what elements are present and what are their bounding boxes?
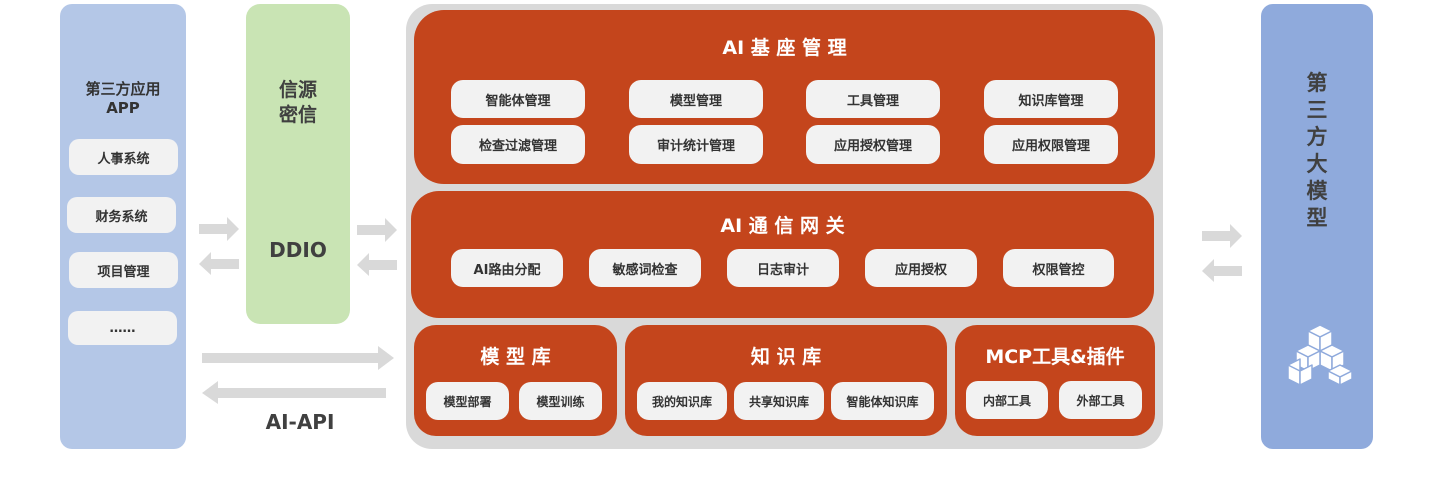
app-item-hr: 人事系统: [69, 139, 178, 175]
third-party-llm-title-char: 大: [1306, 152, 1328, 176]
base-item-model: 模型管理: [629, 80, 763, 118]
gateway-item-log-audit: 日志审计: [727, 249, 839, 287]
base-item-knowledge: 知识库管理: [984, 80, 1118, 118]
app-item-finance: 财务系统: [67, 197, 176, 233]
base-item-audit: 审计统计管理: [629, 125, 763, 164]
arrows-ai-api: [202, 346, 394, 404]
mcp-tools-title: MCP工具&插件: [985, 346, 1125, 368]
app-item-project: 项目管理: [69, 252, 178, 288]
arrow-right-icon: [357, 218, 397, 242]
arrows-ddio-center: [357, 218, 397, 276]
arrow-right-icon: [1202, 224, 1242, 248]
third-party-llm-title-char: 模: [1306, 179, 1328, 203]
third-party-llm-title-char: 型: [1306, 206, 1328, 230]
third-party-app-title-line1: 第三方应用: [85, 80, 161, 98]
arrow-left-icon: [202, 381, 386, 404]
gateway-item-routing: AI路由分配: [451, 249, 563, 287]
app-item-more: ……: [68, 311, 177, 345]
mcp-external-tools: 外部工具: [1059, 381, 1142, 419]
arrow-left-icon: [357, 253, 397, 276]
ai-base-management-title: AI 基 座 管 理: [722, 37, 847, 59]
third-party-llm-title-char: 三: [1306, 98, 1328, 122]
ddio-subtitle: DDIO: [269, 238, 327, 262]
ddio-panel: [246, 4, 350, 324]
knowledge-agent: 智能体知识库: [831, 382, 934, 420]
third-party-app-title: 第三方应用 APP: [60, 80, 186, 118]
knowledge-my: 我的知识库: [637, 382, 727, 420]
model-library-title: 模 型 库: [480, 346, 551, 368]
third-party-llm-title: 第 三 方 大 模 型: [1261, 70, 1373, 232]
ddio-title: 信源 密信: [246, 78, 350, 128]
model-library-deploy: 模型部署: [426, 382, 509, 420]
knowledge-shared: 共享知识库: [734, 382, 824, 420]
model-library-train: 模型训练: [519, 382, 602, 420]
ddio-title-line2: 密信: [278, 104, 317, 126]
third-party-llm-title-char: 方: [1306, 125, 1328, 149]
base-item-filter: 检查过滤管理: [451, 125, 585, 164]
mcp-internal-tools: 内部工具: [966, 381, 1048, 419]
ai-api-label: AI-API: [265, 410, 335, 434]
arrows-app-ddio: [199, 217, 239, 275]
cubes-icon: [1287, 324, 1353, 386]
base-item-tool: 工具管理: [806, 80, 940, 118]
arrow-left-icon: [199, 252, 239, 275]
third-party-app-title-line2: APP: [106, 99, 140, 117]
gateway-item-app-auth: 应用授权: [865, 249, 977, 287]
arrow-right-icon: [199, 217, 239, 241]
third-party-llm-panel: [1261, 4, 1373, 449]
base-item-app-permission: 应用权限管理: [984, 125, 1118, 164]
gateway-item-permission-control: 权限管控: [1003, 249, 1114, 287]
base-item-app-auth: 应用授权管理: [806, 125, 940, 164]
knowledge-base-title: 知 识 库: [750, 346, 822, 368]
base-item-agent: 智能体管理: [451, 80, 585, 118]
arrows-center-model: [1202, 224, 1242, 282]
ddio-title-line1: 信源: [278, 79, 317, 101]
arrow-left-icon: [1202, 259, 1242, 282]
third-party-llm-title-char: 第: [1306, 71, 1328, 95]
ai-gateway-title: AI 通 信 网 关: [720, 215, 845, 237]
arrow-right-icon: [202, 346, 394, 370]
gateway-item-sensitive-words: 敏感词检查: [589, 249, 701, 287]
